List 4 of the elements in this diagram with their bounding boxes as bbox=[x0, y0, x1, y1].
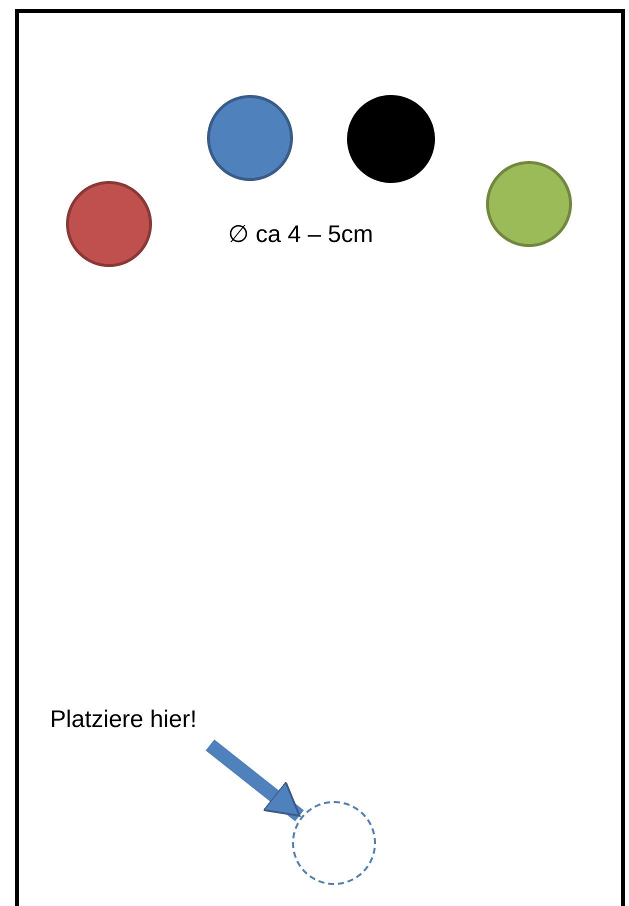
placement-circle bbox=[292, 801, 376, 885]
size-note: ∅ ca 4 – 5cm bbox=[228, 220, 374, 250]
instruction-text: Platziere hier! bbox=[50, 705, 197, 735]
arrow bbox=[206, 740, 304, 822]
